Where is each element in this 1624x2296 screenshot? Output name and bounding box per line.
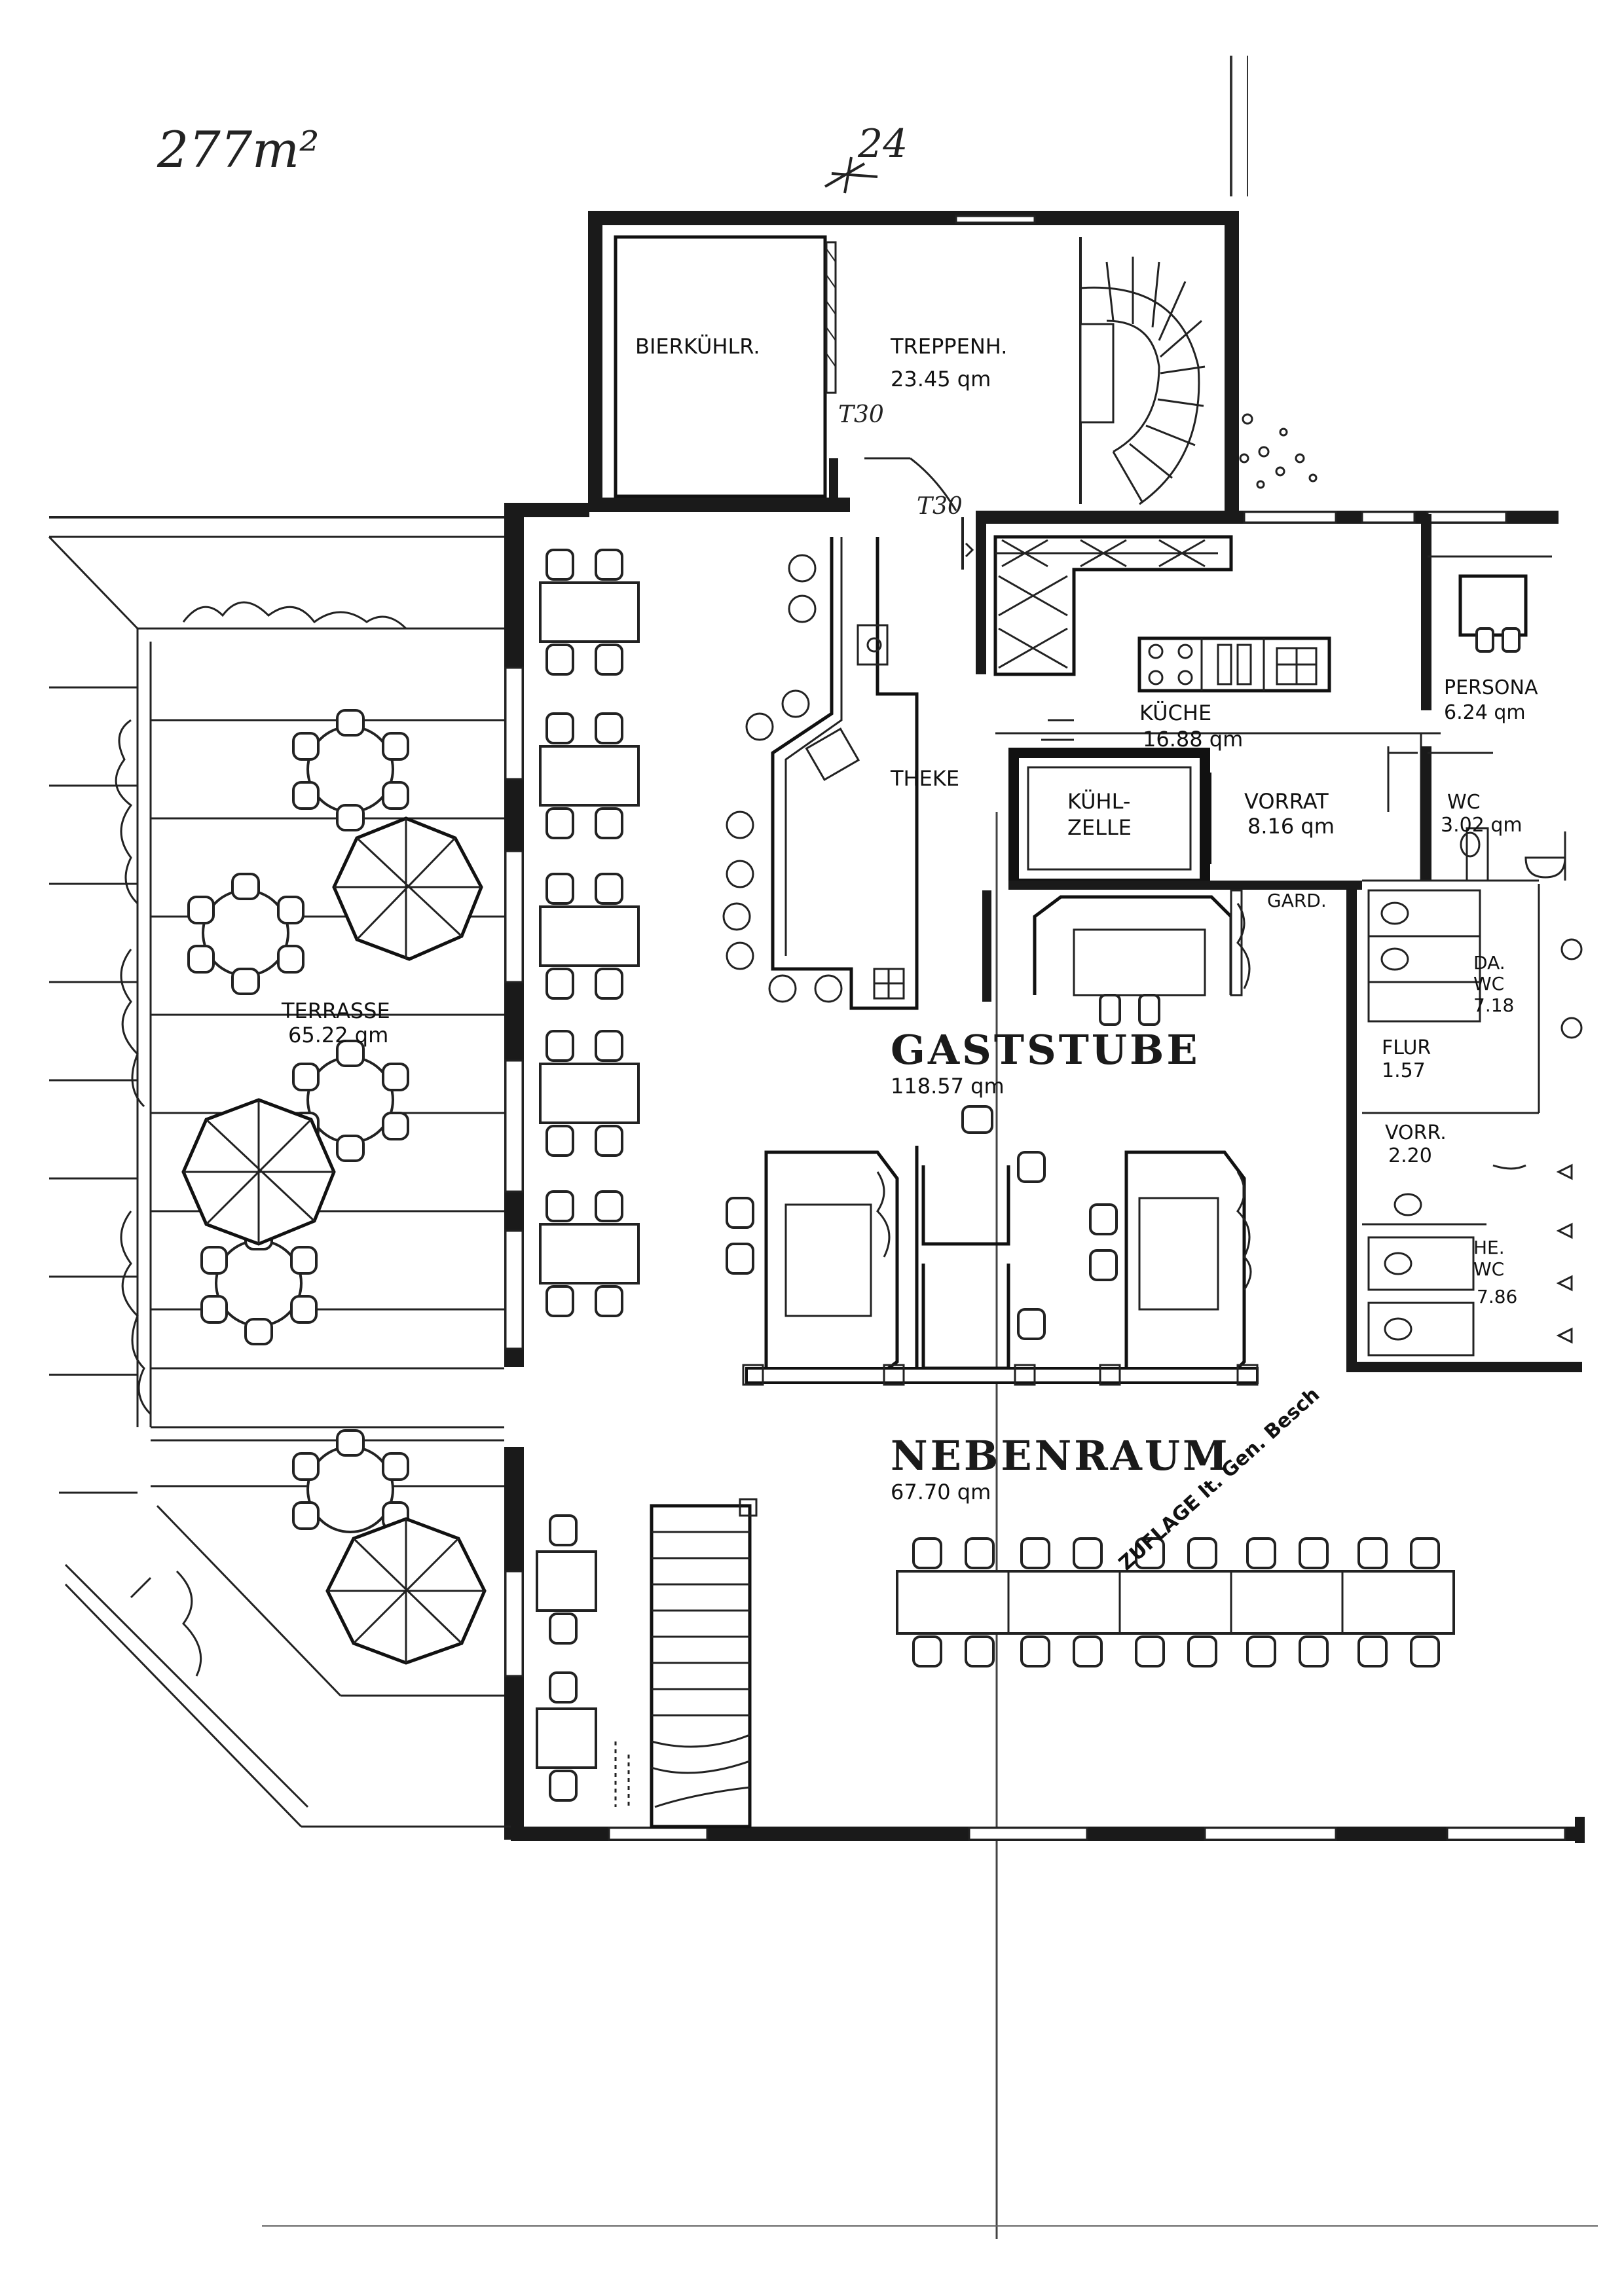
label-wc: WC <box>1447 791 1481 814</box>
label-personal-area: 6.24 qm <box>1444 701 1526 724</box>
nebenraum-long-table <box>896 1537 1455 1667</box>
label-he-area: 7.86 <box>1477 1286 1517 1307</box>
stove <box>1137 636 1331 693</box>
label-vorrat: VORRAT <box>1244 789 1329 814</box>
umbrella-2 <box>181 1098 336 1246</box>
label-flur-area: 1.57 <box>1382 1059 1426 1082</box>
label-gaststube-area: 118.57 qm <box>891 1074 1005 1099</box>
beer-cooler <box>614 235 827 498</box>
label-da-wc: WC <box>1473 973 1504 994</box>
main-walls <box>504 503 1585 1843</box>
straight-stair <box>614 1498 758 1829</box>
label-kueche: KÜCHE <box>1139 701 1211 725</box>
kitchen <box>976 517 1441 890</box>
umbrella-3 <box>325 1517 487 1665</box>
booths <box>726 889 1259 1386</box>
label-zelle: ZELLE <box>1067 815 1132 840</box>
label-gaststube: GASTSTUBE <box>891 1026 1200 1074</box>
dining-tables-west <box>536 549 640 1802</box>
terrace-table-1 <box>292 709 409 831</box>
label-vorrat-area: 8.16 qm <box>1247 814 1335 839</box>
door-swing <box>910 457 957 511</box>
label-he-wc: WC <box>1473 1258 1504 1280</box>
umbrella-1 <box>332 816 483 961</box>
bar-counter <box>722 537 919 1010</box>
label-kueche-area: 16.88 qm <box>1143 727 1243 752</box>
label-kuehl: KÜHL- <box>1067 789 1130 814</box>
east-rooms <box>1346 514 1583 1372</box>
label-terrasse-area: 65.22 qm <box>288 1023 388 1048</box>
label-gard: GARD. <box>1267 890 1327 911</box>
area-note: 277m² <box>157 120 320 179</box>
label-vorr-area: 2.20 <box>1388 1144 1432 1167</box>
label-t30-b: T30 <box>917 493 963 520</box>
terrace <box>48 516 1252 1828</box>
label-terrasse: TERRASSE <box>281 998 390 1023</box>
label-da: DA. <box>1473 952 1505 974</box>
terrace-table-5 <box>292 1429 409 1533</box>
label-bierkuehlraum: BIERKÜHLR. <box>635 334 760 359</box>
label-theke: THEKE <box>890 766 959 791</box>
terrace-table-2 <box>187 873 304 995</box>
label-nebenraum: NEBENRAUM <box>891 1432 1230 1480</box>
label-flur: FLUR <box>1382 1036 1431 1059</box>
label-t30-a: T30 <box>838 401 884 428</box>
label-da-area: 7.18 <box>1473 994 1514 1016</box>
label-nebenraum-area: 67.70 qm <box>891 1480 991 1504</box>
label-treppenhaus: TREPPENH. <box>890 334 1007 359</box>
label-vorr: VORR. <box>1385 1121 1447 1144</box>
label-personal: PERSONA <box>1444 676 1538 699</box>
mark-note: 24 <box>857 121 908 167</box>
label-wc-area: 3.02 qm <box>1441 814 1522 837</box>
label-treppenhaus-area: 23.45 qm <box>891 367 991 392</box>
stairwell-block <box>588 211 1318 519</box>
label-he: HE. <box>1473 1237 1505 1258</box>
